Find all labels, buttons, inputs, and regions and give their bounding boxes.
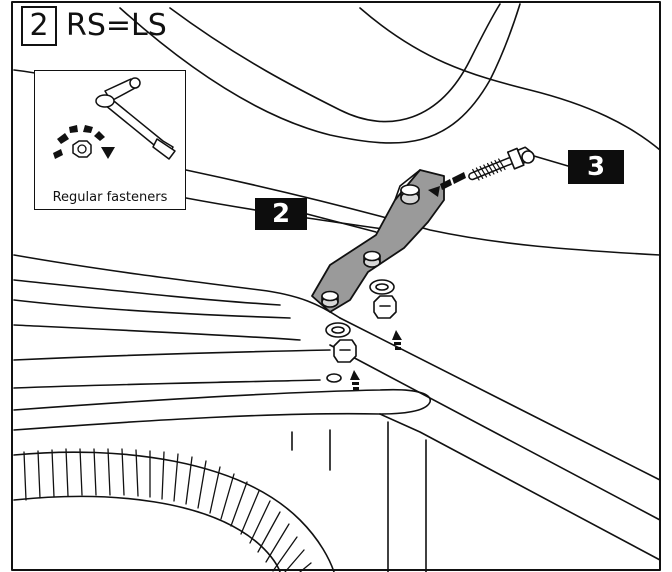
inset-caption: Regular fasteners [52,190,168,205]
ratchet-wrench-icon [53,77,176,160]
callout-bolt: 3 [568,150,624,184]
step-title: RS=LS [66,8,167,43]
step-number: 2 [21,6,57,46]
callout-bracket: 2 [255,198,307,230]
clockwise-nut-icon [53,125,115,159]
fastener-inset: Regular fasteners [34,70,186,210]
